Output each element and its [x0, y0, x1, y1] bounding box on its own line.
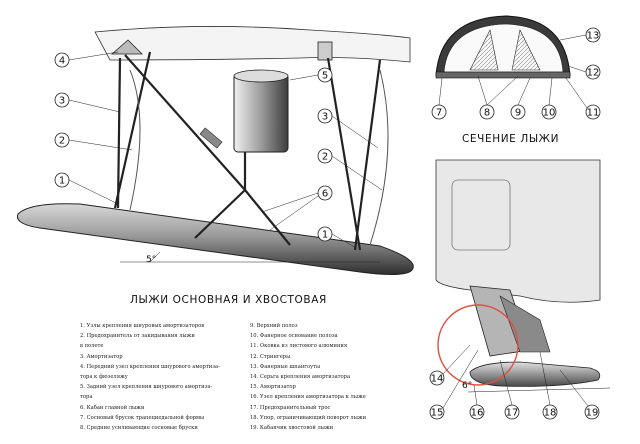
rear-mount-bracket	[317, 41, 333, 61]
legend-item: 10. Фанерное основание полоза	[250, 333, 338, 340]
legend-item: 11. Оковка из листового алюминия	[250, 343, 348, 350]
callout-9: 9	[515, 108, 521, 119]
tail-fuselage	[435, 159, 601, 303]
section-title: СЕЧЕНИЕ ЛЫЖИ	[462, 133, 559, 145]
legend-item: 5. Задний узел крепления шнурового аморт…	[80, 384, 213, 391]
legend-item: 13. Фанерные шпангоуты	[250, 363, 321, 370]
callout-10: 10	[543, 108, 556, 119]
legend-item: 14. Серьга крепления амортизатора	[250, 374, 351, 381]
legend-item: тора	[80, 394, 93, 401]
highlight-circle	[437, 304, 519, 386]
legend-item: 3. Амортизатор	[80, 353, 123, 360]
callout-3-left: 3	[59, 96, 65, 107]
legend-item: 18. Упор, ограничивающий поворот лыжи	[250, 414, 367, 421]
legend-item: 8. Средние усиливающие сосновые бруски	[80, 425, 198, 432]
legend-item: 6. Кабан главной лыжи	[80, 404, 145, 411]
legend-right: 9. Верхний полоз 10. Фанерное основание п…	[250, 321, 450, 433]
main-title: ЛЫЖИ ОСНОВНАЯ И ХВОСТОВАЯ	[130, 294, 327, 306]
callout-16: 16	[471, 408, 484, 419]
legend-item: 4. Передний узел крепления шнурового амо…	[80, 363, 220, 370]
callout-7: 7	[436, 108, 442, 119]
callout-15: 15	[431, 408, 444, 419]
tail-ski-assembly	[435, 159, 611, 393]
callout-14: 14	[431, 374, 444, 385]
legend-left: 1. Узлы крепления шнуровых амортизаторов…	[80, 321, 280, 433]
callout-8: 8	[484, 108, 490, 119]
main-ski-assembly	[16, 26, 414, 276]
callout-3-right: 3	[322, 112, 328, 123]
main-callouts-right: 3 2 1	[317, 108, 383, 249]
fuselage-underside	[94, 26, 411, 63]
main-callouts-left: 4 3 2 1	[54, 51, 133, 205]
legend-item: 15. Амортизатор	[250, 384, 296, 391]
callout-12: 12	[587, 68, 600, 79]
callout-1-right: 1	[322, 230, 328, 241]
callout-11: 11	[587, 108, 600, 119]
callout-4: 4	[59, 56, 65, 67]
main-callouts-mid: 5 6	[261, 67, 333, 231]
legend-item: 1. Узлы крепления шнуровых амортизаторов	[80, 323, 205, 329]
tail-callouts: 14 15 16 17 18 19	[429, 344, 600, 420]
main-ski	[16, 203, 414, 276]
callout-19: 19	[586, 408, 599, 419]
legend-item: 9. Верхний полоз	[250, 323, 298, 329]
callout-18: 18	[544, 408, 557, 419]
legend-item: в полете	[80, 343, 104, 350]
tail-ski	[469, 361, 601, 387]
front-mount-bracket	[110, 39, 143, 55]
legend-item: 2. Предохранитель от закидывания лыжи	[80, 333, 195, 340]
callout-2-left: 2	[59, 136, 65, 147]
section-callouts: 13 12 7 8 9 10 11	[431, 27, 601, 120]
callout-1-left: 1	[59, 176, 65, 187]
oil-tank	[233, 73, 289, 153]
callout-5: 5	[322, 71, 328, 82]
legend-item: 19. Кабанчик хвостовой лыжи	[250, 425, 334, 432]
main-struts	[113, 51, 382, 251]
callout-13: 13	[587, 31, 600, 42]
legend-item: 16. Узел крепления амортизатора к лыже	[250, 394, 366, 401]
legend-item: 12. Стрингеры	[250, 353, 291, 360]
legend-item: тора к фюзеляжу	[80, 374, 128, 381]
legend-item: 7. Сосновый брусок трапециедальной формы	[80, 414, 205, 421]
callout-17: 17	[506, 408, 519, 419]
ski-cross-section	[435, 15, 571, 79]
legend-item: 17. Предохранительный трос	[250, 404, 331, 411]
angle-label-tail: 6°	[462, 381, 472, 391]
angle-label-main: 5°	[146, 255, 156, 265]
callout-2-right: 2	[322, 152, 328, 163]
callout-6: 6	[322, 189, 328, 200]
